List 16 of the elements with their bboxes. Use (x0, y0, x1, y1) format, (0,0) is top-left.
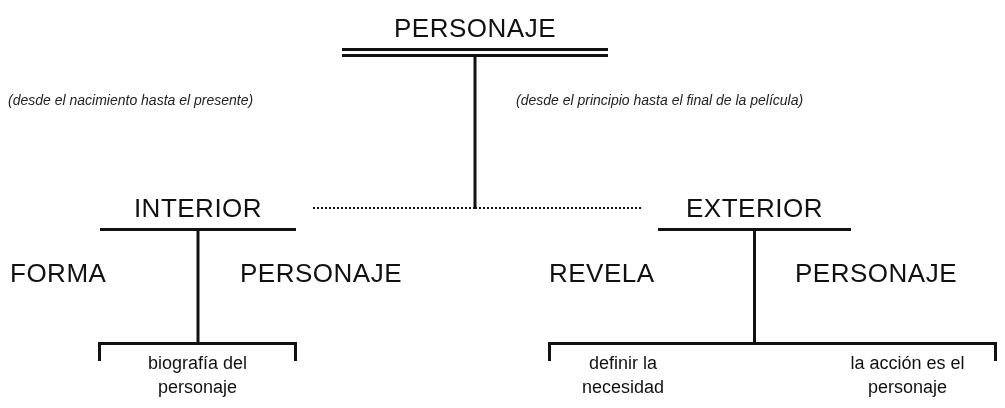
heading-text: PERSONAJE (393, 13, 557, 44)
heading-text: INTERIOR (132, 193, 264, 224)
label-text: FORMA (10, 258, 107, 289)
caption-text: (desde el principio hasta el final de la película) (516, 92, 804, 108)
dotted-connector (312, 207, 476, 209)
heading-text: EXTERIOR (685, 193, 824, 224)
label-text: PERSONAJE (240, 258, 402, 289)
caption-text: (desde el nacimiento hasta el presente) (8, 92, 254, 108)
label-text: REVELA (549, 258, 655, 289)
connector-line (196, 231, 200, 342)
bracket-text: biografía del personaje (146, 352, 249, 399)
label-text: PERSONAJE (795, 258, 957, 289)
connector-line (753, 231, 756, 342)
connector-line (473, 57, 477, 209)
bracket-text: la acción es el personaje (849, 352, 966, 399)
bracket-text: definir la necesidad (580, 352, 666, 399)
